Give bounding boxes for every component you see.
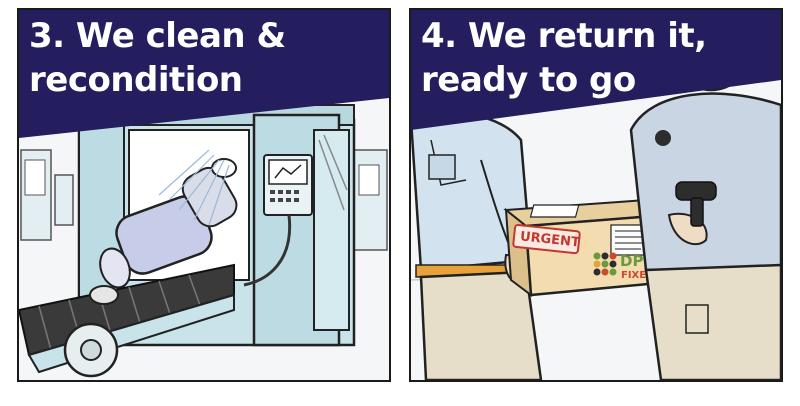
- panel-step-3: 3. We clean & recondition: [17, 8, 391, 382]
- urgent-label: URGENT: [519, 229, 580, 250]
- background-machine-left: [20, 149, 74, 241]
- caption-banner: [19, 10, 389, 138]
- panel-caption: 3. We clean & recondition: [29, 14, 384, 102]
- control-panel: [263, 154, 313, 216]
- logo-bottom-text: FIXER: [621, 270, 654, 281]
- filter-outlet: [89, 285, 119, 305]
- dpf-fixer-logo: DPF FIXER: [593, 252, 654, 281]
- caption-line-2: recondition: [29, 60, 243, 100]
- panel-step-4: URGENT DPF FIXER: [409, 8, 783, 382]
- urgent-stamp: [512, 224, 581, 255]
- caption-line-1: 4. We return it,: [421, 16, 707, 56]
- panel-caption: 4. We return it, ready to go: [421, 14, 776, 102]
- caption-line-1: 3. We clean &: [29, 16, 286, 56]
- caption-banner: [411, 10, 781, 130]
- barcode-scanner: [675, 181, 717, 227]
- caption-line-2: ready to go: [421, 60, 636, 100]
- water-spray: [158, 149, 230, 226]
- conveyor-belt: [19, 263, 235, 378]
